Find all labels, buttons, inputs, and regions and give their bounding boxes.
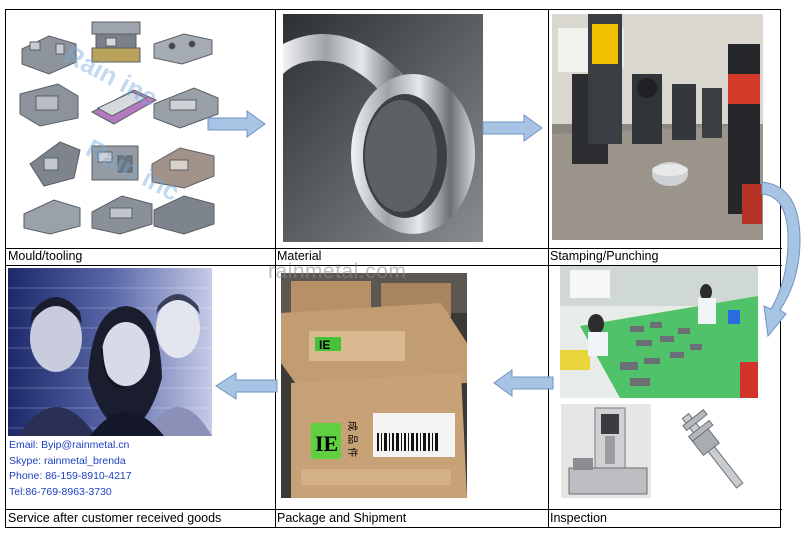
mould-part bbox=[29, 141, 81, 187]
grid-line bbox=[6, 265, 782, 266]
arrow-right-2-icon bbox=[482, 114, 543, 142]
inspection-photo-caliper bbox=[663, 402, 759, 502]
service-photo bbox=[8, 268, 212, 436]
package-photo: IE IE 成 品 件 bbox=[281, 273, 467, 498]
mould-part bbox=[19, 83, 79, 127]
inspection-photo-machine bbox=[561, 404, 651, 498]
mould-part bbox=[21, 35, 77, 75]
mould-part bbox=[91, 21, 141, 63]
grid-line bbox=[6, 248, 782, 249]
mould-part bbox=[91, 195, 153, 235]
contact-email[interactable]: Email: Byip@rainmetal.cn bbox=[9, 439, 130, 451]
contact-phone: Phone: 86-159-8910-4217 bbox=[9, 470, 132, 482]
contact-info: Email: Byip@rainmetal.cn Skype: rainmeta… bbox=[9, 438, 132, 500]
mould-part bbox=[153, 195, 215, 235]
svg-text:IE: IE bbox=[319, 338, 330, 352]
caption-package: Package and Shipment bbox=[277, 511, 407, 525]
grid-line bbox=[275, 10, 276, 527]
inspection-photo-top bbox=[560, 266, 758, 398]
arrow-left-1-icon bbox=[493, 369, 554, 397]
mould-part bbox=[153, 87, 219, 129]
contact-tel: Tel:86-769-8963-3730 bbox=[9, 485, 112, 498]
caption-mould-tooling: Mould/tooling bbox=[8, 249, 83, 263]
contact-skype[interactable]: Skype: rainmetal_brenda bbox=[9, 454, 126, 467]
mould-part bbox=[153, 33, 213, 65]
stamping-photo bbox=[552, 14, 763, 240]
arrow-right-1-icon bbox=[207, 110, 266, 138]
person bbox=[18, 297, 96, 436]
grid-line bbox=[6, 509, 782, 510]
material-photo bbox=[283, 14, 483, 242]
arrow-left-2-icon bbox=[215, 372, 278, 400]
caption-stamping: Stamping/Punching bbox=[550, 249, 659, 263]
mould-part bbox=[90, 89, 158, 125]
site-watermark: rainmetal.com bbox=[268, 260, 407, 283]
mould-part bbox=[91, 145, 139, 181]
grid-line bbox=[548, 10, 549, 527]
svg-text:成 品 件: 成 品 件 bbox=[346, 421, 358, 457]
caption-inspection: Inspection bbox=[550, 511, 607, 525]
mould-part bbox=[151, 147, 215, 189]
caption-service: Service after customer received goods bbox=[8, 511, 222, 525]
mould-part bbox=[23, 199, 81, 235]
process-table bbox=[5, 9, 782, 528]
arrow-curved-down-icon bbox=[761, 181, 801, 338]
caption-material: Material bbox=[277, 249, 322, 263]
svg-text:IE: IE bbox=[315, 431, 338, 456]
